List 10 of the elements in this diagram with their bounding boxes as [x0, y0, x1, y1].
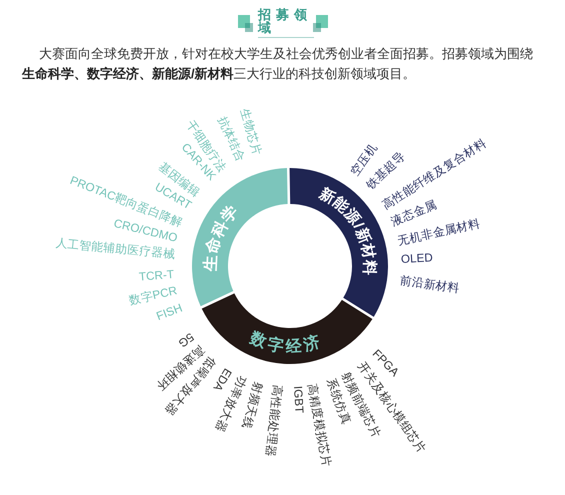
- section-title: 招募领域: [258, 8, 314, 38]
- topic-label: 高性能处理器: [262, 384, 284, 458]
- topic-label: IGBT: [290, 385, 306, 414]
- topic-label: FISH: [154, 301, 184, 324]
- topic-label: 前沿新材料: [398, 274, 460, 297]
- segment-title: 数字经济: [248, 330, 324, 356]
- topic-label: TCR-T: [138, 268, 175, 285]
- intro-paragraph: 大赛面向全球免费开放，针对在校大学生及社会优秀创业者全面招募。招募领域为围绕生命科学、数字经济、新能源/新材料三大行业的科技创新领域项目。: [22, 45, 534, 83]
- segment-title: 生命科学: [202, 202, 244, 272]
- topic-label: OLED: [400, 252, 433, 268]
